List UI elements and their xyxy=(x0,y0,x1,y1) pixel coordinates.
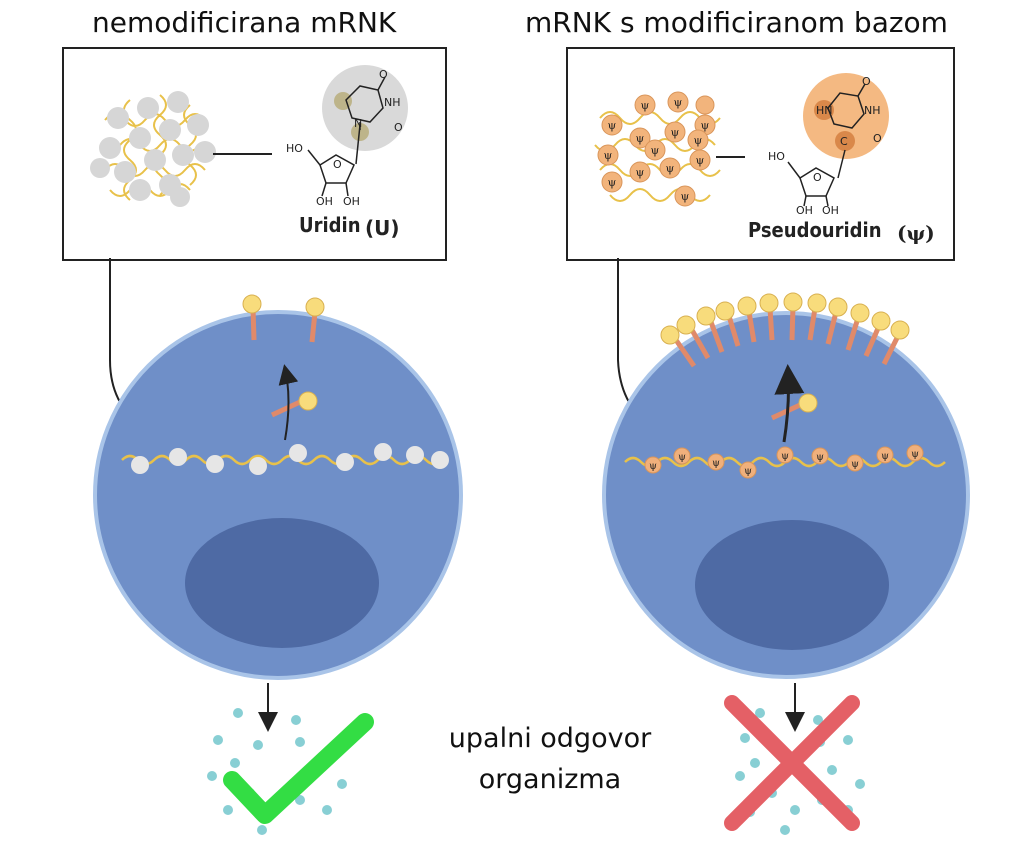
pseudouridine-box xyxy=(566,47,955,261)
svg-text:ψ: ψ xyxy=(712,458,720,469)
svg-text:ψ: ψ xyxy=(678,452,686,463)
pseudouridine-molecule: O HN NH C O HO OH OH O xyxy=(768,73,889,217)
svg-text:ψ: ψ xyxy=(701,119,710,132)
uridine-symbol: (U) xyxy=(365,216,400,240)
svg-text:ψ: ψ xyxy=(744,466,752,477)
svg-text:ψ: ψ xyxy=(608,176,617,189)
atom-n: N xyxy=(354,117,362,130)
atom-o-top-psi: O xyxy=(862,75,871,88)
atom-o-right-psi: O xyxy=(873,132,882,145)
svg-text:ψ: ψ xyxy=(781,451,789,462)
atom-hn: HN xyxy=(816,104,833,117)
atom-oh-1-psi: OH xyxy=(796,204,813,217)
atom-ring-o-psi: O xyxy=(813,171,822,184)
svg-text:ψ: ψ xyxy=(666,162,675,175)
atom-nh-psi: NH xyxy=(864,104,881,117)
svg-text:ψ: ψ xyxy=(671,126,680,139)
response-label-line2: organizma xyxy=(478,764,622,795)
svg-text:ψ: ψ xyxy=(651,144,660,157)
cross-mark-icon xyxy=(724,695,860,831)
right-cell: ψ ψ ψ ψ ψ ψ ψ ψ ψ xyxy=(602,292,970,679)
svg-text:ψ: ψ xyxy=(816,452,824,463)
svg-text:ψ: ψ xyxy=(604,149,613,162)
atom-nh: NH xyxy=(384,96,401,109)
folded-unmodified-mrna xyxy=(90,91,216,207)
svg-text:ψ: ψ xyxy=(674,96,683,109)
left-panel-title: nemodificirana mRNK xyxy=(92,6,397,39)
svg-text:ψ: ψ xyxy=(608,119,617,132)
svg-text:ψ: ψ xyxy=(696,154,705,167)
check-mark-icon xyxy=(223,713,374,824)
svg-text:ψ: ψ xyxy=(911,449,919,460)
atom-oh-2-psi: OH xyxy=(822,204,839,217)
svg-text:ψ: ψ xyxy=(694,134,703,147)
svg-text:ψ: ψ xyxy=(636,132,645,145)
atom-o-right: O xyxy=(394,121,403,134)
atom-o-top: O xyxy=(379,68,388,81)
atom-ho-psi: HO xyxy=(768,150,785,163)
svg-text:ψ: ψ xyxy=(641,99,650,112)
svg-text:ψ: ψ xyxy=(681,190,690,203)
uridine-molecule: O NH N O HO OH OH O xyxy=(286,65,408,208)
svg-text:ψ: ψ xyxy=(649,461,657,472)
pseudouridine-symbol: (ψ) xyxy=(897,221,935,245)
atom-c: C xyxy=(840,135,848,148)
pseudouridine-name: Pseudouridin xyxy=(748,218,882,242)
atom-ho: HO xyxy=(286,142,303,155)
response-label-line1: upalni odgovor xyxy=(448,723,652,754)
atom-ring-o: O xyxy=(333,158,342,171)
right-panel-title: mRNK s modificiranom bazom xyxy=(525,6,948,39)
svg-text:ψ: ψ xyxy=(636,166,645,179)
uridine-name: Uridin xyxy=(299,213,361,237)
atom-oh-2: OH xyxy=(343,195,360,208)
atom-oh-1: OH xyxy=(316,195,333,208)
left-cell xyxy=(93,294,463,680)
svg-text:ψ: ψ xyxy=(881,451,889,462)
svg-text:ψ: ψ xyxy=(851,459,859,470)
